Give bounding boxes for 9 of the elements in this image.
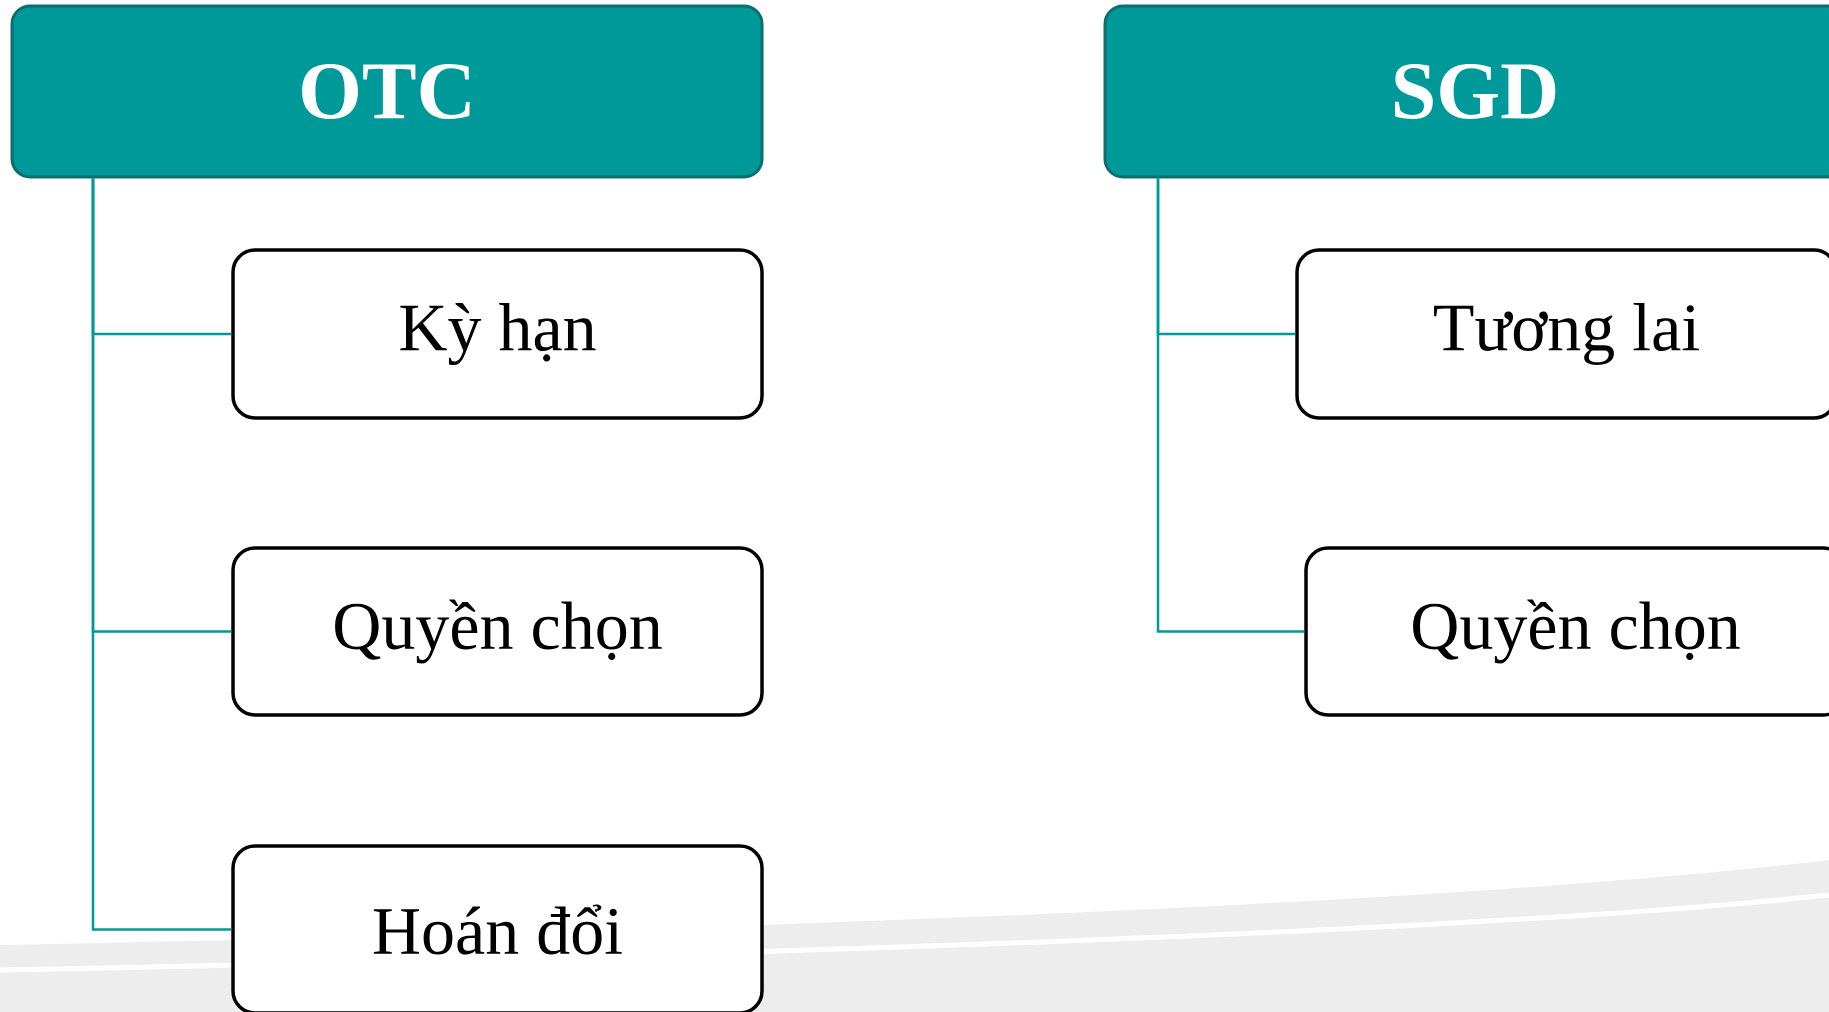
category-box: Quyền chọn bbox=[231, 546, 764, 717]
category-box: Tương lai bbox=[1295, 248, 1829, 420]
category-box: Quyền chọn bbox=[1304, 546, 1829, 717]
category-box: Kỳ hạn bbox=[231, 248, 764, 420]
connector-line bbox=[91, 178, 232, 931]
connector-line bbox=[1156, 178, 1305, 633]
header-box: OTC bbox=[10, 4, 764, 179]
header-box: SGD bbox=[1103, 4, 1829, 179]
category-box: Hoán đổi bbox=[231, 844, 764, 1012]
